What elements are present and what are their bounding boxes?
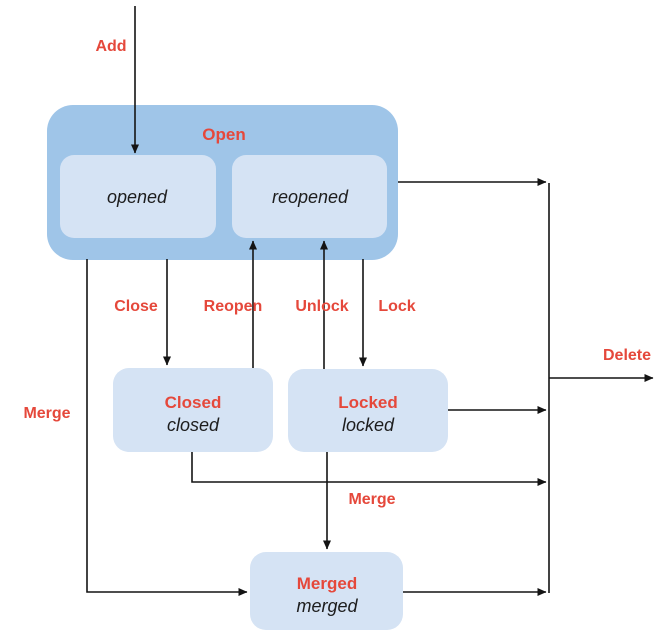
transition-label-merge-open: Merge bbox=[23, 405, 70, 422]
state-merged bbox=[250, 552, 403, 630]
state-locked-title: Locked bbox=[338, 393, 398, 412]
state-closed bbox=[113, 368, 273, 452]
edge-open-merge bbox=[86, 259, 248, 596]
transition-label-reopen: Reopen bbox=[204, 298, 263, 315]
transition-label-delete: Delete bbox=[603, 347, 651, 364]
state-closed-sublabel: closed bbox=[167, 415, 220, 435]
state-opened-label: opened bbox=[107, 187, 168, 207]
transition-label-lock: Lock bbox=[378, 298, 415, 315]
state-locked bbox=[288, 369, 448, 452]
state-merged-title: Merged bbox=[297, 574, 357, 593]
state-opened bbox=[60, 155, 216, 238]
transition-label-merge-locked: Merge bbox=[348, 491, 395, 508]
transition-label-add: Add bbox=[95, 38, 126, 55]
state-closed-title: Closed bbox=[165, 393, 222, 412]
state-reopened bbox=[232, 155, 387, 238]
state-locked-sublabel: locked bbox=[342, 415, 395, 435]
state-reopened-label: reopened bbox=[272, 187, 349, 207]
edge-closed-delete bbox=[191, 452, 547, 486]
transition-label-unlock: Unlock bbox=[295, 298, 348, 315]
state-open-label: Open bbox=[202, 125, 245, 144]
state-merged-sublabel: merged bbox=[296, 596, 358, 616]
transition-label-close: Close bbox=[114, 298, 158, 315]
